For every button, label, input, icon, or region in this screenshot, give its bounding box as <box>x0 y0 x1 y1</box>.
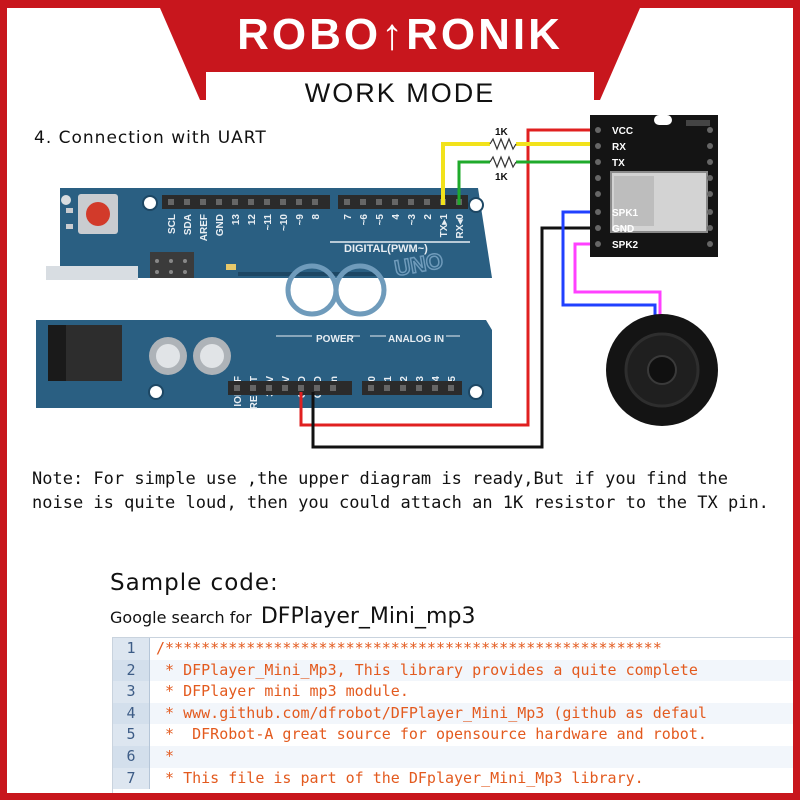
top-pin-label-right-4: ~3 <box>407 214 418 226</box>
top-pin-label-right-3: 4 <box>391 214 402 220</box>
wire-tx-rx <box>457 160 490 205</box>
line-number: 4 <box>113 702 150 725</box>
search-term: DFPlayer_Mini_mp3 <box>260 604 476 629</box>
resistor-2-icon <box>489 155 517 169</box>
brand-arrow-icon: ↑ <box>381 10 407 59</box>
brand-name-left: ROBO <box>237 10 382 59</box>
banner-shape <box>0 0 800 100</box>
digital-header-left <box>162 195 330 209</box>
module-pin-spk1: SPK1 <box>612 208 639 219</box>
wire-spk2 <box>573 242 662 316</box>
code-text: * <box>156 746 175 765</box>
note-text: Note: For simple use ,the upper diagram … <box>32 469 769 513</box>
page-subtitle: WORK MODE <box>304 78 496 108</box>
wire-gnd <box>311 226 598 449</box>
top-pin-label-right-1: ~6 <box>359 214 370 226</box>
wire-rx-tx <box>441 142 490 205</box>
top-pin-label-8: ~9 <box>295 214 306 226</box>
top-pin-label-5: 12 <box>247 214 258 226</box>
line-number: 2 <box>113 659 150 682</box>
section-heading: 4. Connection with UART <box>34 128 267 148</box>
speaker-icon <box>606 314 718 426</box>
code-line: 7 * This file is part of the DFplayer_Mi… <box>113 767 800 790</box>
module-pin-rx: RX <box>612 142 626 153</box>
top-pin-label-2: AREF <box>199 214 210 241</box>
search-hint: Google search for DFPlayer_Mini_mp3 <box>110 604 475 629</box>
code-text: * DFPlayer mini mp3 module. <box>156 682 409 701</box>
brand-name-right: RONIK <box>406 10 563 59</box>
top-pin-label-right-5: 2 <box>423 214 434 220</box>
resistor-label-1: 1K <box>495 127 509 138</box>
code-text: * DFRobot-A great source for opensource … <box>156 725 707 744</box>
code-line: 1 /**************************************… <box>113 638 800 660</box>
top-pin-label-4: 13 <box>231 214 242 226</box>
top-pin-label-1: SDA <box>183 214 194 235</box>
resistor-1-icon <box>489 137 517 151</box>
code-line: 2 * DFPlayer_Mini_Mp3, This library prov… <box>113 659 800 682</box>
top-pin-label-0: SCL <box>167 214 178 234</box>
wires <box>299 128 662 449</box>
digital-header-right <box>338 195 468 209</box>
wire-5v-vcc <box>299 128 598 427</box>
banner-white-band <box>206 72 594 112</box>
code-line: 6 * <box>113 745 800 768</box>
code-line: 3 * DFPlayer mini mp3 module. <box>113 681 800 703</box>
code-text: * www.github.com/dfrobot/DFPlayer_Mini_M… <box>156 703 707 722</box>
module-pin-spk2: SPK2 <box>612 240 639 251</box>
code-text: * This file is part of the DFplayer_Mini… <box>156 768 644 787</box>
power-label: POWER <box>316 334 355 345</box>
resistor-label-2: 1K <box>495 172 509 183</box>
wiring-diagram: SCL SDA AREF GND 13 12 ~11 ~10 ~9 8 7 ~6 ~5 4 ~3 2 TX▸1 R… <box>36 115 718 449</box>
top-pin-label-right-2: ~5 <box>375 214 386 226</box>
wire-spk1 <box>561 210 657 316</box>
power-header <box>228 381 352 395</box>
module-pin-gnd: GND <box>612 224 634 235</box>
arduino-board-top: SCL SDA AREF GND 13 12 ~11 ~10 ~9 8 7 ~6 ~5 4 ~3 2 TX▸1 R… <box>46 188 492 317</box>
dfplayer-module: VCC RX TX SPK1 GND SPK2 <box>590 115 718 257</box>
top-pin-label-right-7: RX◂0 <box>455 214 466 239</box>
analog-header <box>362 381 462 395</box>
brand-logo: ROBO↑RONIK <box>0 10 800 60</box>
line-number: 6 <box>113 745 150 768</box>
header-banner <box>0 0 800 112</box>
sample-code-title: Sample code: <box>110 570 279 596</box>
search-hint-label: Google search for <box>110 608 252 627</box>
top-pin-label-3: GND <box>215 214 226 236</box>
code-text: /***************************************… <box>156 639 662 657</box>
arduino-board-bottom: POWER ANALOG IN IOREFRESET3.3V5VGNDGNDVi… <box>36 320 492 409</box>
code-line: 4 * www.github.com/dfrobot/DFPlayer_Mini… <box>113 702 800 725</box>
code-block: 1 /**************************************… <box>112 637 800 799</box>
code-text: * DFPlayer_Mini_Mp3, This library provid… <box>156 660 698 679</box>
line-number: 5 <box>113 724 150 746</box>
top-pin-label-9: 8 <box>311 214 322 220</box>
module-pin-tx: TX <box>612 158 625 169</box>
top-pin-label-right-6: TX▸1 <box>439 214 450 238</box>
line-number: 7 <box>113 767 150 790</box>
top-pin-label-7: ~10 <box>279 214 290 231</box>
analog-label: ANALOG IN <box>388 334 444 345</box>
line-number: 3 <box>113 681 150 703</box>
module-pin-vcc: VCC <box>612 126 633 137</box>
line-number: 1 <box>113 638 150 660</box>
digital-label: DIGITAL(PWM~) <box>344 243 428 255</box>
top-pin-label-right-0: 7 <box>343 214 354 220</box>
code-line: 5 * DFRobot-A great source for opensourc… <box>113 724 800 746</box>
top-pin-label-6: ~11 <box>263 214 274 231</box>
resistors: 1K 1K <box>489 127 517 183</box>
